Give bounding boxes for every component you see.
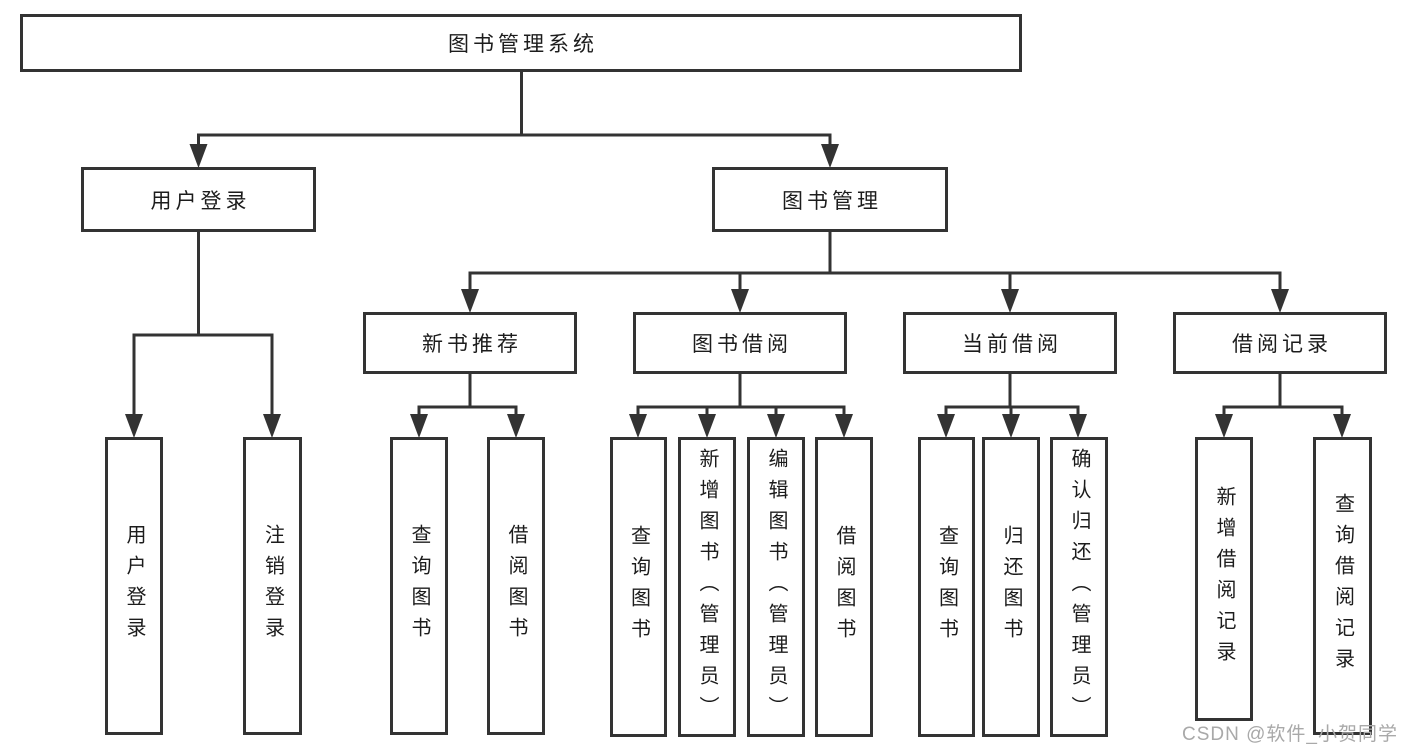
connector-root-to-level2 xyxy=(189,71,839,168)
leaf-logout: 注销登录 xyxy=(243,437,302,735)
connector-book-management-to-level3 xyxy=(461,232,1289,313)
node-book-borrowing-label: 图书借阅 xyxy=(692,333,792,356)
leaf-br-query-record-label: 查询借阅记录 xyxy=(1331,493,1354,679)
node-current-borrowing: 当前借阅 xyxy=(903,312,1117,374)
leaf-nbr-borrow-books: 借阅图书 xyxy=(487,437,545,735)
leaf-user-login: 用户登录 xyxy=(105,437,163,735)
node-library-system: 图书管理系统 xyxy=(20,14,1022,72)
node-user-login-label: 用户登录 xyxy=(150,189,251,213)
node-current-borrowing-label: 当前借阅 xyxy=(962,333,1062,356)
leaf-br-add-record-label: 新增借阅记录 xyxy=(1213,486,1235,672)
node-book-borrowing: 图书借阅 xyxy=(633,312,847,374)
leaf-br-query-record: 查询借阅记录 xyxy=(1313,437,1372,735)
leaf-user-login-label: 用户登录 xyxy=(123,524,145,648)
connector-current-borrow-to-leaves xyxy=(937,374,1087,438)
leaf-bb-query-books-label: 查询图书 xyxy=(627,525,650,649)
node-borrowing-records-label: 借阅记录 xyxy=(1232,333,1332,356)
leaf-cb-confirm-return-admin-label: 确认归还（管理员） xyxy=(1068,447,1090,727)
leaf-cb-return-books: 归还图书 xyxy=(982,437,1040,737)
connector-user-login-to-leaves xyxy=(125,232,281,438)
leaf-logout-label: 注销登录 xyxy=(261,524,284,648)
leaf-bb-borrow-books-label: 借阅图书 xyxy=(833,525,855,649)
leaf-nbr-borrow-books-label: 借阅图书 xyxy=(505,524,527,648)
leaf-bb-add-books-admin-label: 新增图书（管理员） xyxy=(696,447,718,727)
leaf-bb-add-books-admin: 新增图书（管理员） xyxy=(678,437,736,737)
leaf-bb-edit-books-admin-label: 编辑图书（管理员） xyxy=(765,447,787,727)
node-user-login: 用户登录 xyxy=(81,167,316,232)
leaf-bb-query-books: 查询图书 xyxy=(610,437,667,737)
leaf-cb-query-books: 查询图书 xyxy=(918,437,975,737)
leaf-nbr-query-books: 查询图书 xyxy=(390,437,448,735)
node-borrowing-records: 借阅记录 xyxy=(1173,312,1387,374)
node-library-system-label: 图书管理系统 xyxy=(448,33,598,56)
leaf-cb-return-books-label: 归还图书 xyxy=(1000,525,1022,649)
leaf-nbr-query-books-label: 查询图书 xyxy=(408,524,430,648)
leaf-bb-borrow-books: 借阅图书 xyxy=(815,437,873,737)
leaf-bb-edit-books-admin: 编辑图书（管理员） xyxy=(747,437,805,737)
csdn-watermark: CSDN @软件_小贺同学 xyxy=(1182,724,1398,745)
node-book-management-label: 图书管理 xyxy=(782,189,882,213)
node-book-management: 图书管理 xyxy=(712,167,948,232)
connector-book-borrow-to-leaves xyxy=(629,374,853,438)
leaf-cb-confirm-return-admin: 确认归还（管理员） xyxy=(1050,437,1108,737)
leaf-br-add-record: 新增借阅记录 xyxy=(1195,437,1253,721)
node-new-book-recommend-label: 新书推荐 xyxy=(422,333,522,356)
connector-borrow-record-to-leaves xyxy=(1215,374,1351,438)
node-new-book-recommend: 新书推荐 xyxy=(363,312,577,374)
leaf-cb-query-books-label: 查询图书 xyxy=(935,525,958,649)
connector-new-book-to-leaves xyxy=(410,374,525,438)
